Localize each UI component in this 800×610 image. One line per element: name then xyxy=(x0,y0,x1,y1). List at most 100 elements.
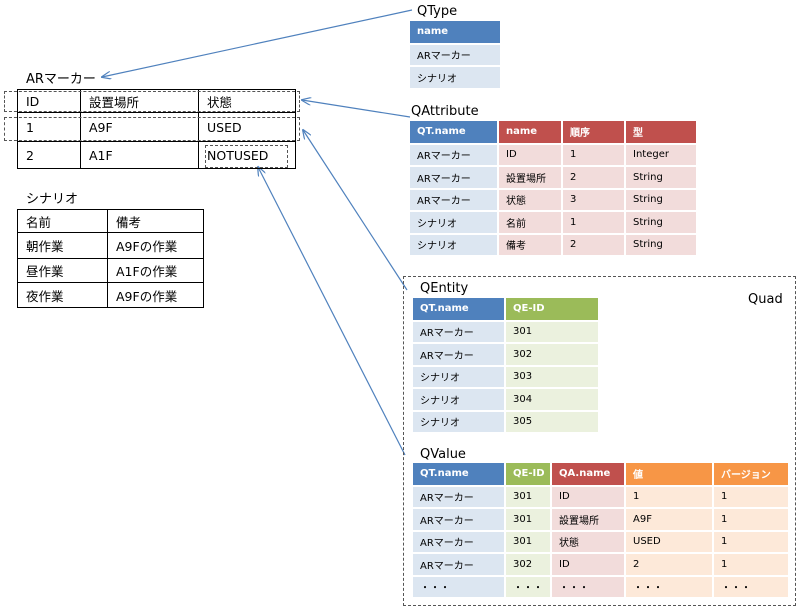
table-header-cell: QT.name xyxy=(413,298,506,322)
ar-marker-title: ARマーカー xyxy=(26,72,96,87)
table-row: ARマーカー 302 xyxy=(413,343,600,367)
table-row: ARマーカー xyxy=(410,43,502,67)
table-row: ARマーカー 301 ID 1 1 xyxy=(413,485,790,509)
table-cell: 1 xyxy=(713,508,790,532)
table-row: ARマーカー 302 ID 2 1 xyxy=(413,553,790,577)
table-row: ID 設置場所 状態 xyxy=(17,89,296,113)
table-cell: A1F xyxy=(80,141,199,169)
table-cell: 1 xyxy=(713,530,790,554)
table-cell: シナリオ xyxy=(410,233,499,257)
table-row: ARマーカー 設置場所 2 String xyxy=(410,166,698,190)
arrow-qvalue-to-cell xyxy=(258,167,406,456)
table-cell: 2 xyxy=(562,233,626,257)
table-cell: ARマーカー xyxy=(413,320,506,344)
table-cell: 1 xyxy=(713,485,790,509)
table-row: 朝作業 A9Fの作業 xyxy=(17,232,204,259)
qentity-title: QEntity xyxy=(420,281,469,296)
table-cell: ARマーカー xyxy=(410,166,499,190)
table-header-cell: QT.name xyxy=(410,121,499,145)
quad-region xyxy=(403,276,796,606)
table-cell: String xyxy=(625,188,698,212)
table-row: ARマーカー 状態 3 String xyxy=(410,188,698,212)
table-cell: 朝作業 xyxy=(17,232,108,259)
table-row: シナリオ 備考 2 String xyxy=(410,233,698,257)
table-cell: 2 xyxy=(625,553,714,577)
table-cell: シナリオ xyxy=(410,66,502,90)
qattribute-table: QT.name name 順序 型 ARマーカー ID 1 Integer AR… xyxy=(410,121,698,257)
table-cell: USED xyxy=(625,530,714,554)
table-cell: ・・・ xyxy=(713,575,790,599)
table-row: シナリオ 303 xyxy=(413,365,600,389)
table-cell: 状態 xyxy=(498,188,563,212)
table-cell: ARマーカー xyxy=(410,188,499,212)
table-cell: 設置場所 xyxy=(498,166,563,190)
table-cell: 302 xyxy=(505,553,552,577)
table-cell: 303 xyxy=(505,365,600,389)
table-cell: 2 xyxy=(562,166,626,190)
quad-label: Quad xyxy=(748,292,783,307)
table-cell: ID xyxy=(498,143,563,167)
table-cell: 301 xyxy=(505,485,552,509)
table-cell: 備考 xyxy=(498,233,563,257)
table-cell: ・・・ xyxy=(551,575,626,599)
table-cell: String xyxy=(625,166,698,190)
table-cell: ID xyxy=(551,553,626,577)
table-cell: A9Fの作業 xyxy=(107,282,204,308)
qentity-table: QT.name QE-ID ARマーカー 301 ARマーカー 302 シナリオ… xyxy=(413,298,600,434)
table-cell: シナリオ xyxy=(413,410,506,434)
table-cell: A1Fの作業 xyxy=(107,258,204,283)
table-cell: 2 xyxy=(17,141,81,169)
table-cell: Integer xyxy=(625,143,698,167)
table-row: ARマーカー 301 設置場所 A9F 1 xyxy=(413,508,790,532)
table-cell: 301 xyxy=(505,530,552,554)
table-cell: ARマーカー xyxy=(413,485,506,509)
table-cell: 備考 xyxy=(107,209,204,233)
table-cell: ARマーカー xyxy=(410,143,499,167)
table-cell: 1 xyxy=(625,485,714,509)
table-cell: 1 xyxy=(713,553,790,577)
table-cell: ARマーカー xyxy=(413,530,506,554)
table-cell: A9Fの作業 xyxy=(107,232,204,259)
table-row: ARマーカー ID 1 Integer xyxy=(410,143,698,167)
table-row: ・・・ ・・・ ・・・ ・・・ ・・・ xyxy=(413,575,790,599)
table-cell: 1 xyxy=(562,143,626,167)
table-row: 名前 備考 xyxy=(17,209,204,233)
table-row: 2 A1F NOTUSED xyxy=(17,141,296,169)
table-cell: シナリオ xyxy=(410,211,499,235)
table-header-cell: QA.name xyxy=(551,463,626,487)
table-cell: ID xyxy=(551,485,626,509)
table-row: シナリオ 305 xyxy=(413,410,600,434)
table-cell: 設置場所 xyxy=(80,89,199,113)
table-cell: 305 xyxy=(505,410,600,434)
table-cell: String xyxy=(625,211,698,235)
arrow-qtype-to-armarker xyxy=(102,9,413,77)
ar-marker-table: ID 設置場所 状態 1 A9F USED 2 A1F NOTUSED xyxy=(17,89,296,169)
table-cell: 設置場所 xyxy=(551,508,626,532)
table-cell: 状態 xyxy=(198,89,296,113)
data-row-highlight xyxy=(4,117,300,141)
arrow-qentity-to-row xyxy=(303,130,408,291)
table-row: ARマーカー 301 状態 USED 1 xyxy=(413,530,790,554)
qtype-table: name ARマーカー シナリオ xyxy=(410,21,502,90)
table-cell: ARマーカー xyxy=(413,553,506,577)
table-row: ARマーカー 301 xyxy=(413,320,600,344)
qvalue-title: QValue xyxy=(420,447,466,462)
qtype-title: QType xyxy=(417,4,458,19)
table-header-cell: QE-ID xyxy=(505,463,552,487)
table-cell: ARマーカー xyxy=(410,43,502,67)
table-cell: シナリオ xyxy=(413,365,506,389)
scenario-table: 名前 備考 朝作業 A9Fの作業 昼作業 A1Fの作業 夜作業 A9Fの作業 xyxy=(17,209,204,308)
table-cell: ・・・ xyxy=(505,575,552,599)
table-cell: 1 xyxy=(562,211,626,235)
table-cell: 名前 xyxy=(17,209,108,233)
table-cell: 3 xyxy=(562,188,626,212)
table-row: シナリオ xyxy=(410,66,502,90)
table-cell: 夜作業 xyxy=(17,282,108,308)
table-row: シナリオ 304 xyxy=(413,388,600,412)
header-row-highlight xyxy=(4,91,300,112)
table-cell: 名前 xyxy=(498,211,563,235)
arrow-qattribute-to-header xyxy=(302,100,411,118)
table-cell: 昼作業 xyxy=(17,258,108,283)
table-header-cell: name xyxy=(498,121,563,145)
